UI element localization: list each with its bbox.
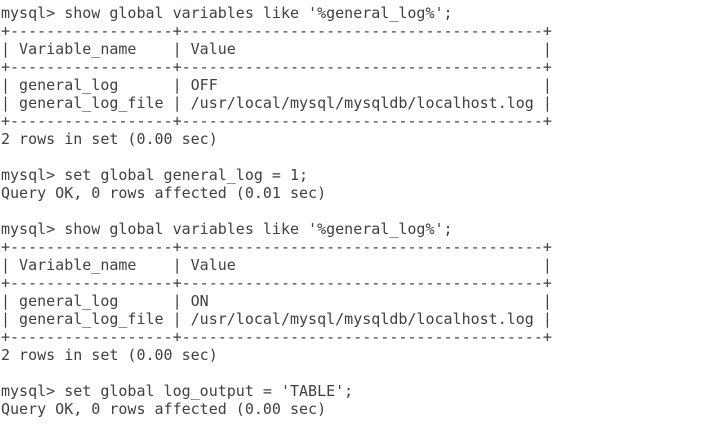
table2-border-bottom: +------------------+--------------------… <box>1 328 552 346</box>
table2-header-row: | Variable_name | Value | <box>1 256 552 274</box>
command-show-variables-1: mysql> show global variables like '%gene… <box>1 4 453 22</box>
command-set-log-output: mysql> set global log_output = 'TABLE'; <box>1 382 354 400</box>
table1-row-general-log: | general_log | OFF | <box>1 76 552 94</box>
table2-row-general-log: | general_log | ON | <box>1 292 552 310</box>
table1-row-general-log-file: | general_log_file | /usr/local/mysql/my… <box>1 94 552 112</box>
table1-header-separator: +------------------+--------------------… <box>1 58 552 76</box>
table2-row-general-log-file: | general_log_file | /usr/local/mysql/my… <box>1 310 552 328</box>
response-query-ok-2: Query OK, 0 rows affected (0.00 sec) <box>1 400 327 418</box>
table1-status-rows-in-set: 2 rows in set (0.00 sec) <box>1 130 218 148</box>
blank-line <box>1 202 728 220</box>
command-set-general-log: mysql> set global general_log = 1; <box>1 166 309 184</box>
table2-header-separator: +------------------+--------------------… <box>1 274 552 292</box>
blank-line <box>1 364 728 382</box>
table2-border-top: +------------------+--------------------… <box>1 238 552 256</box>
table1-header-row: | Variable_name | Value | <box>1 40 552 58</box>
response-query-ok-1: Query OK, 0 rows affected (0.01 sec) <box>1 184 327 202</box>
table1-border-top: +------------------+--------------------… <box>1 22 552 40</box>
table1-border-bottom: +------------------+--------------------… <box>1 112 552 130</box>
command-show-variables-2: mysql> show global variables like '%gene… <box>1 220 453 238</box>
blank-line <box>1 148 728 166</box>
table2-status-rows-in-set: 2 rows in set (0.00 sec) <box>1 346 218 364</box>
